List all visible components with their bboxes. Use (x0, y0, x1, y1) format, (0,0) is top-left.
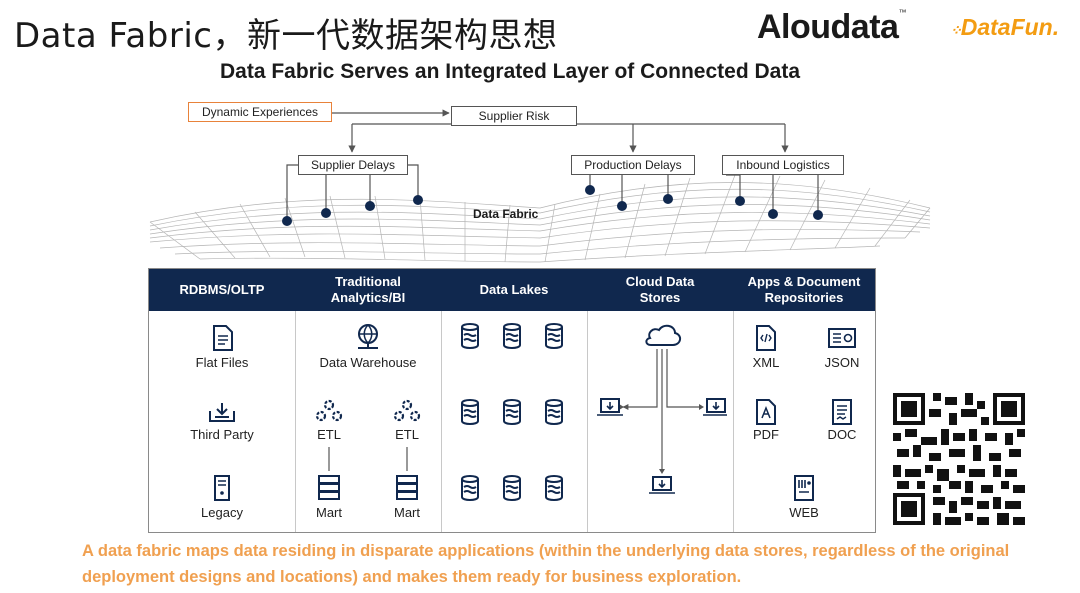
fabric-mesh (149, 174, 931, 263)
trademark-mark: ™ (898, 8, 906, 17)
server-tower-icon (214, 475, 230, 501)
data-lake-icons (461, 323, 563, 501)
json-icon (828, 328, 856, 348)
datafun-logo-text: DataFun. (960, 14, 1060, 40)
label-doc: DOC (827, 427, 857, 442)
file-icon (213, 325, 233, 351)
label-mart-right: Mart (394, 505, 420, 520)
gears-icon (315, 399, 343, 422)
box-inbound-logistics: Inbound Logistics (722, 155, 844, 175)
header-data-lakes-label: Data Lakes (479, 282, 549, 297)
header-apps-line2: Repositories (764, 290, 844, 305)
label-json: JSON (824, 355, 860, 370)
column-divider (295, 311, 296, 532)
etl-connector-line (328, 447, 330, 471)
column-divider (587, 311, 588, 532)
doc-file-icon (832, 399, 852, 425)
web-server-icon (794, 475, 814, 501)
header-rdbms-label: RDBMS/OLTP (179, 282, 265, 297)
laptop-icon (703, 398, 727, 416)
datafun-logo: ⁘DataFun. (950, 14, 1059, 41)
header-traditional-line2: Analytics/BI (330, 290, 406, 305)
label-data-warehouse: Data Warehouse (319, 355, 417, 370)
pdf-file-icon (756, 399, 776, 425)
label-etl-left: ETL (317, 427, 341, 442)
cloud-icon (645, 324, 681, 346)
fabric-diagram (149, 109, 931, 263)
cloud-data-flow (597, 324, 727, 494)
column-divider (441, 311, 442, 532)
header-data-lakes: Data Lakes (441, 269, 587, 311)
inbox-download-icon (209, 403, 235, 422)
header-cloud-line1: Cloud Data (625, 274, 695, 289)
box-supplier-delays: Supplier Delays (298, 155, 408, 175)
datafun-dots-icon: ⁘ (950, 22, 962, 38)
fabric-label: Data Fabric (473, 207, 539, 221)
laptop-icon (649, 476, 675, 494)
header-apps-line1: Apps & Document (747, 274, 861, 289)
etl-connector-line (406, 447, 408, 471)
caption-text: A data fabric maps data residing in disp… (82, 542, 1010, 586)
qr-code-icon (893, 393, 1025, 525)
label-web: WEB (789, 505, 819, 520)
laptop-icon (597, 398, 623, 416)
label-third-party: Third Party (190, 427, 254, 442)
xml-file-icon (756, 325, 776, 351)
gears-icon (393, 399, 421, 422)
fabric-nodes (282, 185, 823, 226)
header-traditional-line1: Traditional (335, 274, 401, 289)
label-legacy: Legacy (201, 505, 243, 520)
box-supplier-risk: Supplier Risk (451, 106, 577, 126)
server-rack-icon (318, 475, 340, 500)
label-xml: XML (752, 355, 780, 370)
slide-title: Data Fabric，新一代数据架构思想 (14, 16, 558, 56)
diagram-title: Data Fabric Serves an Integrated Layer o… (219, 60, 800, 83)
column-divider (733, 311, 734, 532)
header-cloud-line2: Stores (639, 290, 681, 305)
server-rack-icon (396, 475, 418, 500)
aloudata-logo-text: Aloudata (757, 8, 899, 46)
label-flat-files: Flat Files (195, 355, 249, 370)
label-etl-right: ETL (395, 427, 419, 442)
aloudata-logo: Aloudata™ (757, 8, 906, 47)
box-production-delays: Production Delays (571, 155, 695, 175)
label-pdf: PDF (753, 427, 779, 442)
header-rdbms-oltp: RDBMS/OLTP (149, 269, 295, 311)
globe-network-icon (358, 324, 378, 349)
label-mart-left: Mart (316, 505, 342, 520)
box-dynamic-experiences: Dynamic Experiences (188, 102, 332, 122)
